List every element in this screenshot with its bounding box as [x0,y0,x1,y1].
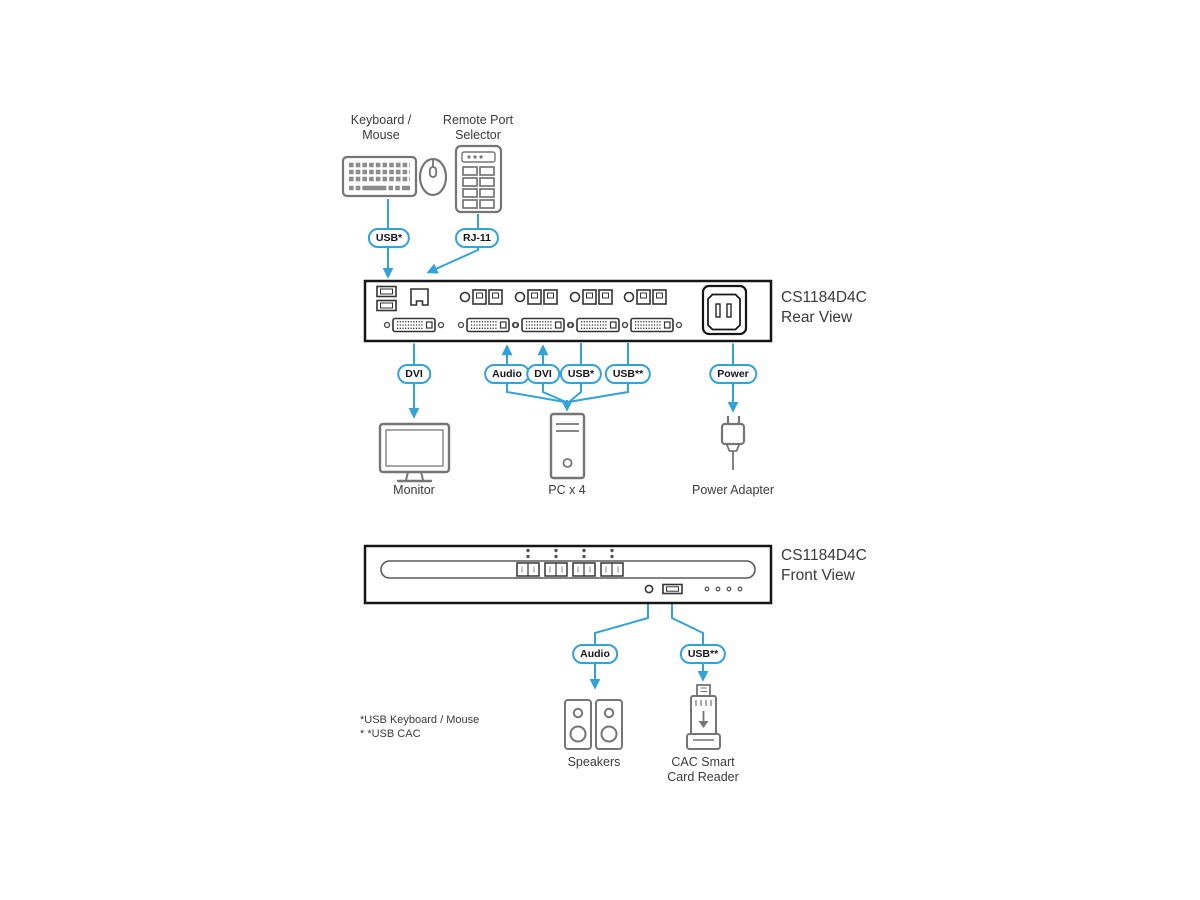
badge-usb-cac-rear: USB** [604,364,652,384]
remote-port-selector-label: Remote Port Selector [442,113,514,142]
remote-port-selector-icon [454,144,503,214]
speakers-label: Speakers [567,755,621,769]
front-audio-jack-icon [644,584,654,594]
footnote-usb: *USB Keyboard / Mouse [360,714,480,726]
front-leds-icon [704,586,743,592]
rear-view-label: Rear View [781,308,853,326]
line-selector-to-rear [426,214,479,274]
monitor-label: Monitor [393,483,435,497]
pc-icon [549,412,586,480]
badge-dvi-pc: DVI [526,364,560,384]
badge-usb-keyboard: USB* [367,228,411,248]
badge-audio-front: Audio [572,644,618,664]
front-panel [363,544,773,605]
pc-label: PC x 4 [548,483,586,497]
power-adapter-icon [720,416,746,470]
keyboard-icon [341,155,418,198]
front-view-label: Front View [781,566,855,584]
badge-audio-rear: Audio [484,364,530,384]
mouse-icon [418,157,448,197]
rear-model: CS1184D4C [781,289,867,306]
badge-usb-pc: USB* [559,364,603,384]
line-audio-down [506,384,566,403]
monitor-icon [378,422,451,483]
rear-usb-ports-icon [376,285,397,312]
rear-panel-title: CS1184D4C Rear View [781,288,867,327]
line-usb-kb-down [568,384,582,403]
rear-panel [363,279,773,343]
footnotes: *USB Keyboard / Mouse * *USB CAC [360,713,479,741]
badge-usb-front: USB** [679,644,727,664]
line-dvi-down [542,384,567,403]
speakers-icon [564,699,623,750]
cac-reader-icon [686,684,721,750]
power-adapter-label: Power Adapter [692,483,774,497]
footnote-cac: * *USB CAC [360,728,421,740]
keyboard-mouse-label: Keyboard / Mouse [350,113,412,142]
rear-power-inlet-icon [701,284,748,336]
front-panel-title: CS1184D4C Front View [781,546,867,585]
line-front-usb [671,604,709,682]
front-model: CS1184D4C [781,547,867,564]
cac-reader-label: CAC Smart Card Reader [667,755,739,784]
badge-power: Power [709,364,757,384]
badge-dvi-monitor: DVI [397,364,431,384]
badge-rj11: RJ-11 [454,228,500,248]
rear-rj11-port-icon [410,288,429,306]
front-usb-port-icon [662,583,683,595]
line-usb-cac-down [567,384,629,403]
